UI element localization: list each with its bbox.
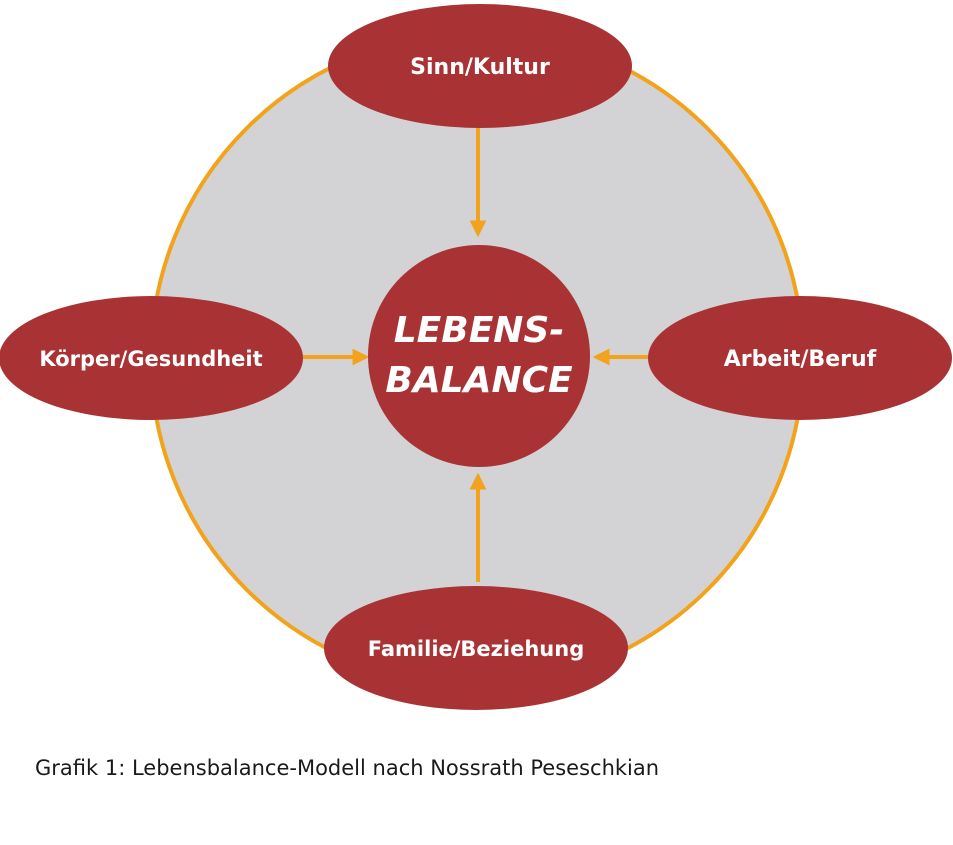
center-label-line1: LEBENS- (394, 310, 565, 351)
center-label-line2: BALANCE (385, 360, 573, 401)
center-node (368, 245, 590, 467)
node-right-label: Arbeit/Beruf (724, 347, 877, 372)
node-right (648, 296, 952, 420)
node-bottom-label: Familie/Beziehung (368, 637, 584, 661)
node-left (0, 296, 303, 420)
node-left-label: Körper/Gesundheit (39, 347, 262, 371)
node-top (328, 4, 632, 128)
node-bottom (324, 586, 628, 710)
node-top-label: Sinn/Kultur (410, 55, 550, 80)
life-balance-diagram: LEBENS- BALANCE Sinn/Kultur Körper/Gesun… (0, 4, 952, 710)
figure-caption: Grafik 1: Lebensbalance-Modell nach Noss… (35, 756, 660, 780)
